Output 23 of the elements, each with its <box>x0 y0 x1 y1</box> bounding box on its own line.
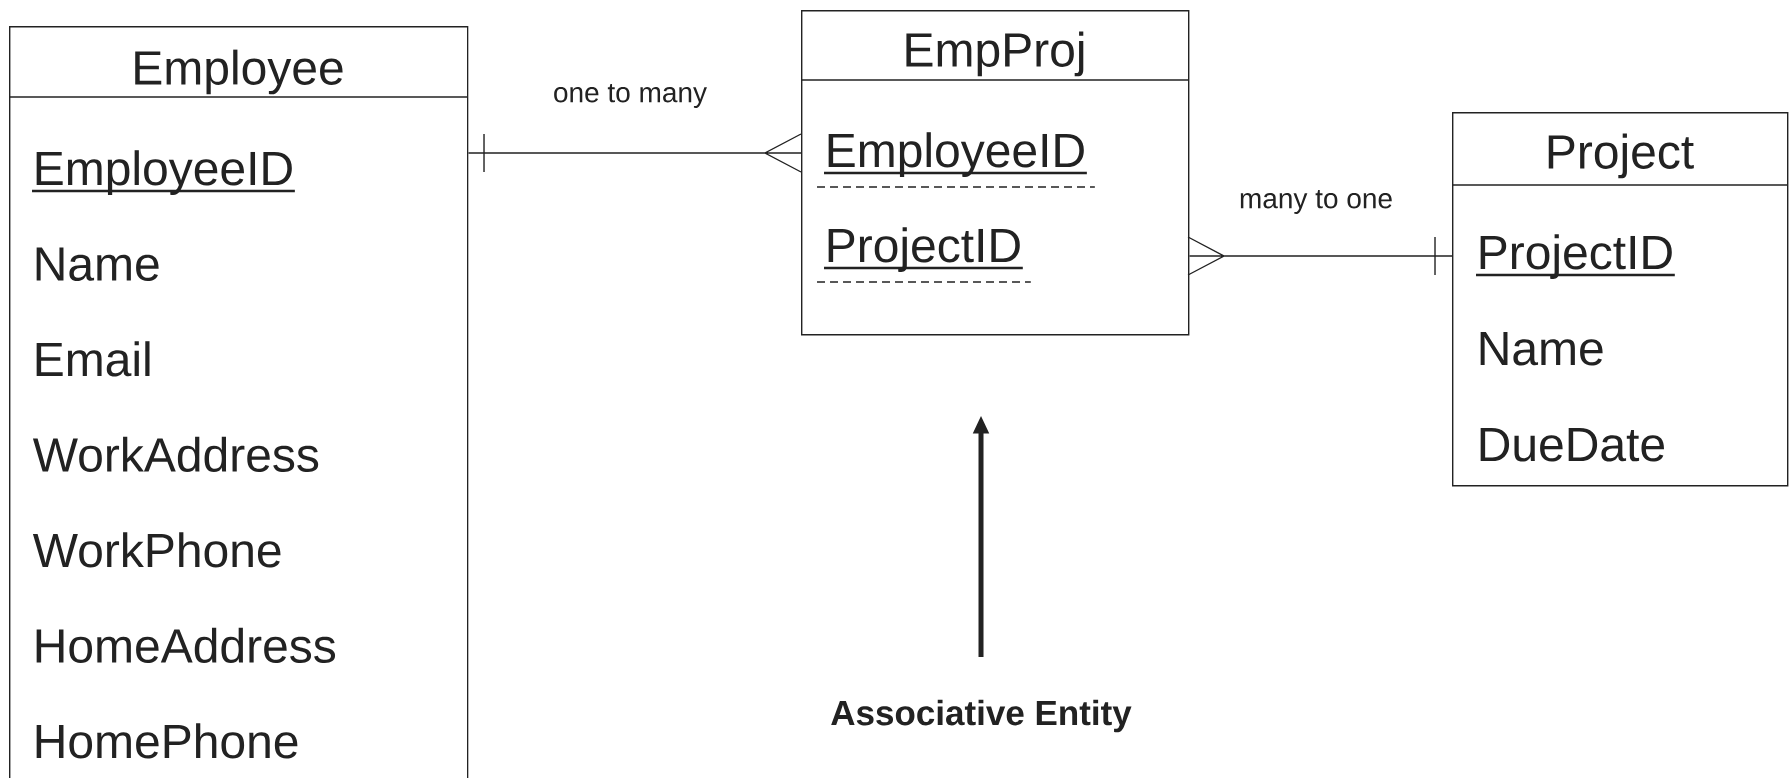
attribute: Name <box>36 247 159 281</box>
attribute: DueDate <box>1480 427 1664 462</box>
entity-table <box>8 26 469 778</box>
entity-table <box>800 10 1190 336</box>
attribute: Name <box>1480 331 1603 366</box>
edge-label: one to many <box>550 82 710 110</box>
attribute: HomePhone <box>36 723 298 759</box>
relationship-line <box>467 133 802 173</box>
key-attribute: EmployeeID <box>824 132 1087 177</box>
entity-name: Project <box>1548 133 1694 179</box>
entity-name: EmpProj <box>906 31 1084 77</box>
entity-table <box>1451 112 1789 487</box>
edge-label: many to one <box>1236 188 1396 216</box>
entity-name: Employee <box>135 49 343 95</box>
attribute: HomeAddress <box>36 627 336 663</box>
attribute: WorkPhone <box>32 532 281 568</box>
attribute: WorkAddress <box>32 436 319 472</box>
key-attribute: ProjectID <box>1476 234 1675 279</box>
key-attribute: ProjectID <box>824 227 1023 272</box>
annotation-text: Associative Entity <box>831 699 1132 733</box>
relationship-line <box>1187 236 1453 276</box>
key-attribute: EmployeeID <box>32 150 295 195</box>
attribute: Email <box>36 341 150 377</box>
